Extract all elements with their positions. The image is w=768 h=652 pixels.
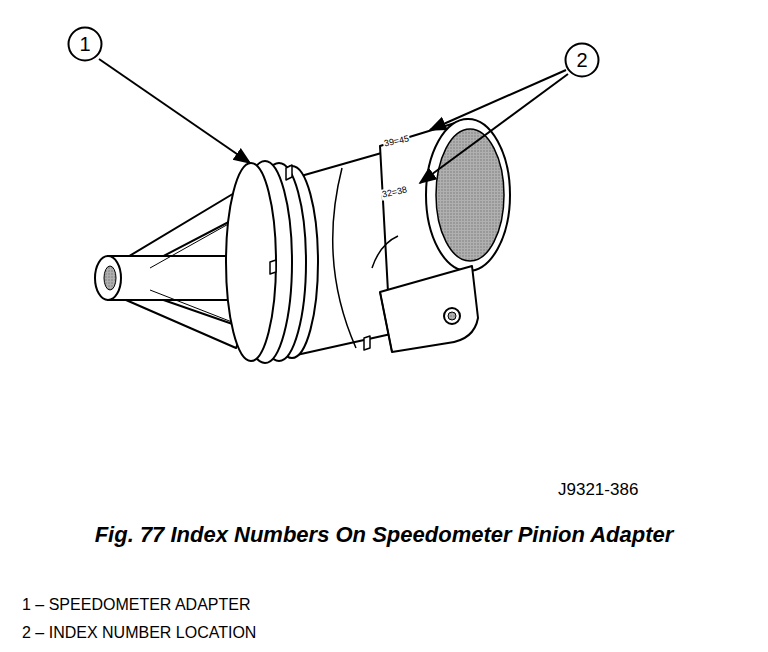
stem-end xyxy=(95,256,121,300)
lug-hole xyxy=(444,308,460,324)
tab xyxy=(270,165,370,350)
lug-hole-bore xyxy=(448,312,456,320)
leader-line xyxy=(430,70,566,130)
index-number: 39=45 xyxy=(382,133,411,149)
sleeve-edge xyxy=(372,236,398,268)
lug-edge xyxy=(380,292,392,352)
lug xyxy=(380,266,478,352)
leader-line xyxy=(99,59,250,163)
fin-edge xyxy=(150,222,232,322)
flange-ring xyxy=(226,163,276,361)
sleeve-bore xyxy=(436,129,504,261)
key-entry: 1 – SPEEDOMETER ADAPTER xyxy=(22,596,251,614)
leader-line xyxy=(420,74,568,183)
callout-number: 2 xyxy=(564,42,600,78)
sleeve-end xyxy=(426,119,510,271)
stem xyxy=(108,256,235,300)
figure-caption: Fig. 77 Index Numbers On Speedometer Pin… xyxy=(84,520,684,550)
body-seam xyxy=(333,168,356,348)
figure-reference: J9321-386 xyxy=(558,480,638,500)
callout-number: 1 xyxy=(67,26,103,62)
stem-bore xyxy=(104,266,116,290)
callout-circle: 1 xyxy=(67,26,103,62)
callout-circle: 2 xyxy=(564,42,600,78)
index-number: 32=38 xyxy=(380,184,409,200)
key-entry: 2 – INDEX NUMBER LOCATION xyxy=(22,624,256,642)
